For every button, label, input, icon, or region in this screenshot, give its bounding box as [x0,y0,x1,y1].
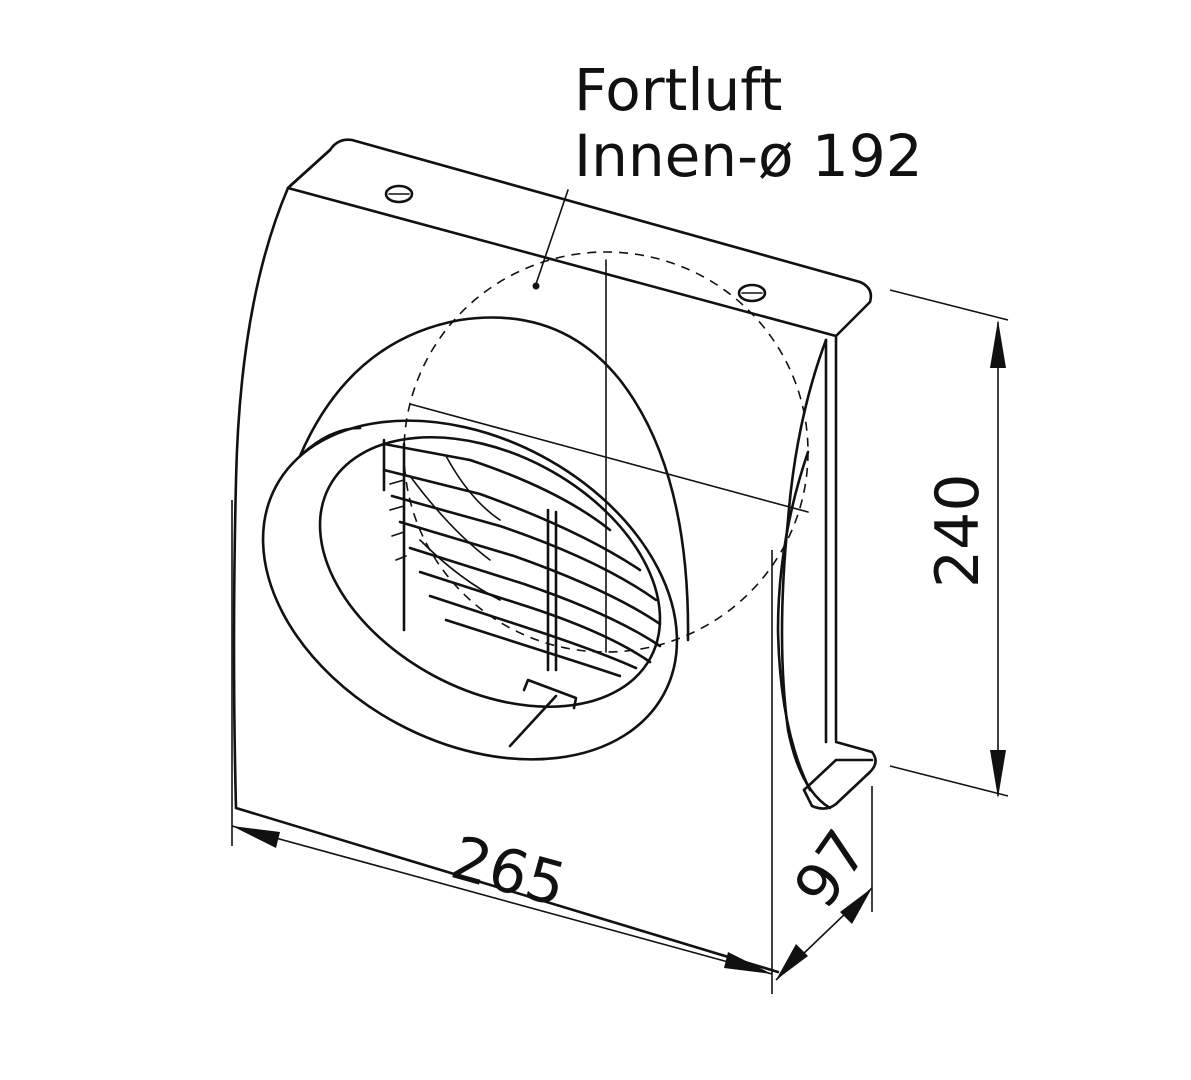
dimension-width: 265 [231,500,773,994]
label-line-2: Innen-ø 192 [574,122,923,190]
dimension-height-text: 240 [923,473,993,588]
dimension-width-text: 265 [444,823,573,921]
label-line-1: Fortluft [574,56,782,124]
screw-top-left [384,184,414,204]
outlet-hood [261,316,690,761]
airflow-label: Fortluft Innen-ø 192 [532,56,923,290]
leader-line [535,189,569,285]
screw-top-right [737,283,767,303]
housing [232,138,877,974]
dimension-height: 240 [889,289,1009,798]
dimension-depth-text: 97 [781,818,882,921]
dimension-depth: 97 [775,786,882,981]
grille [382,438,662,678]
leader-dot [532,282,540,290]
